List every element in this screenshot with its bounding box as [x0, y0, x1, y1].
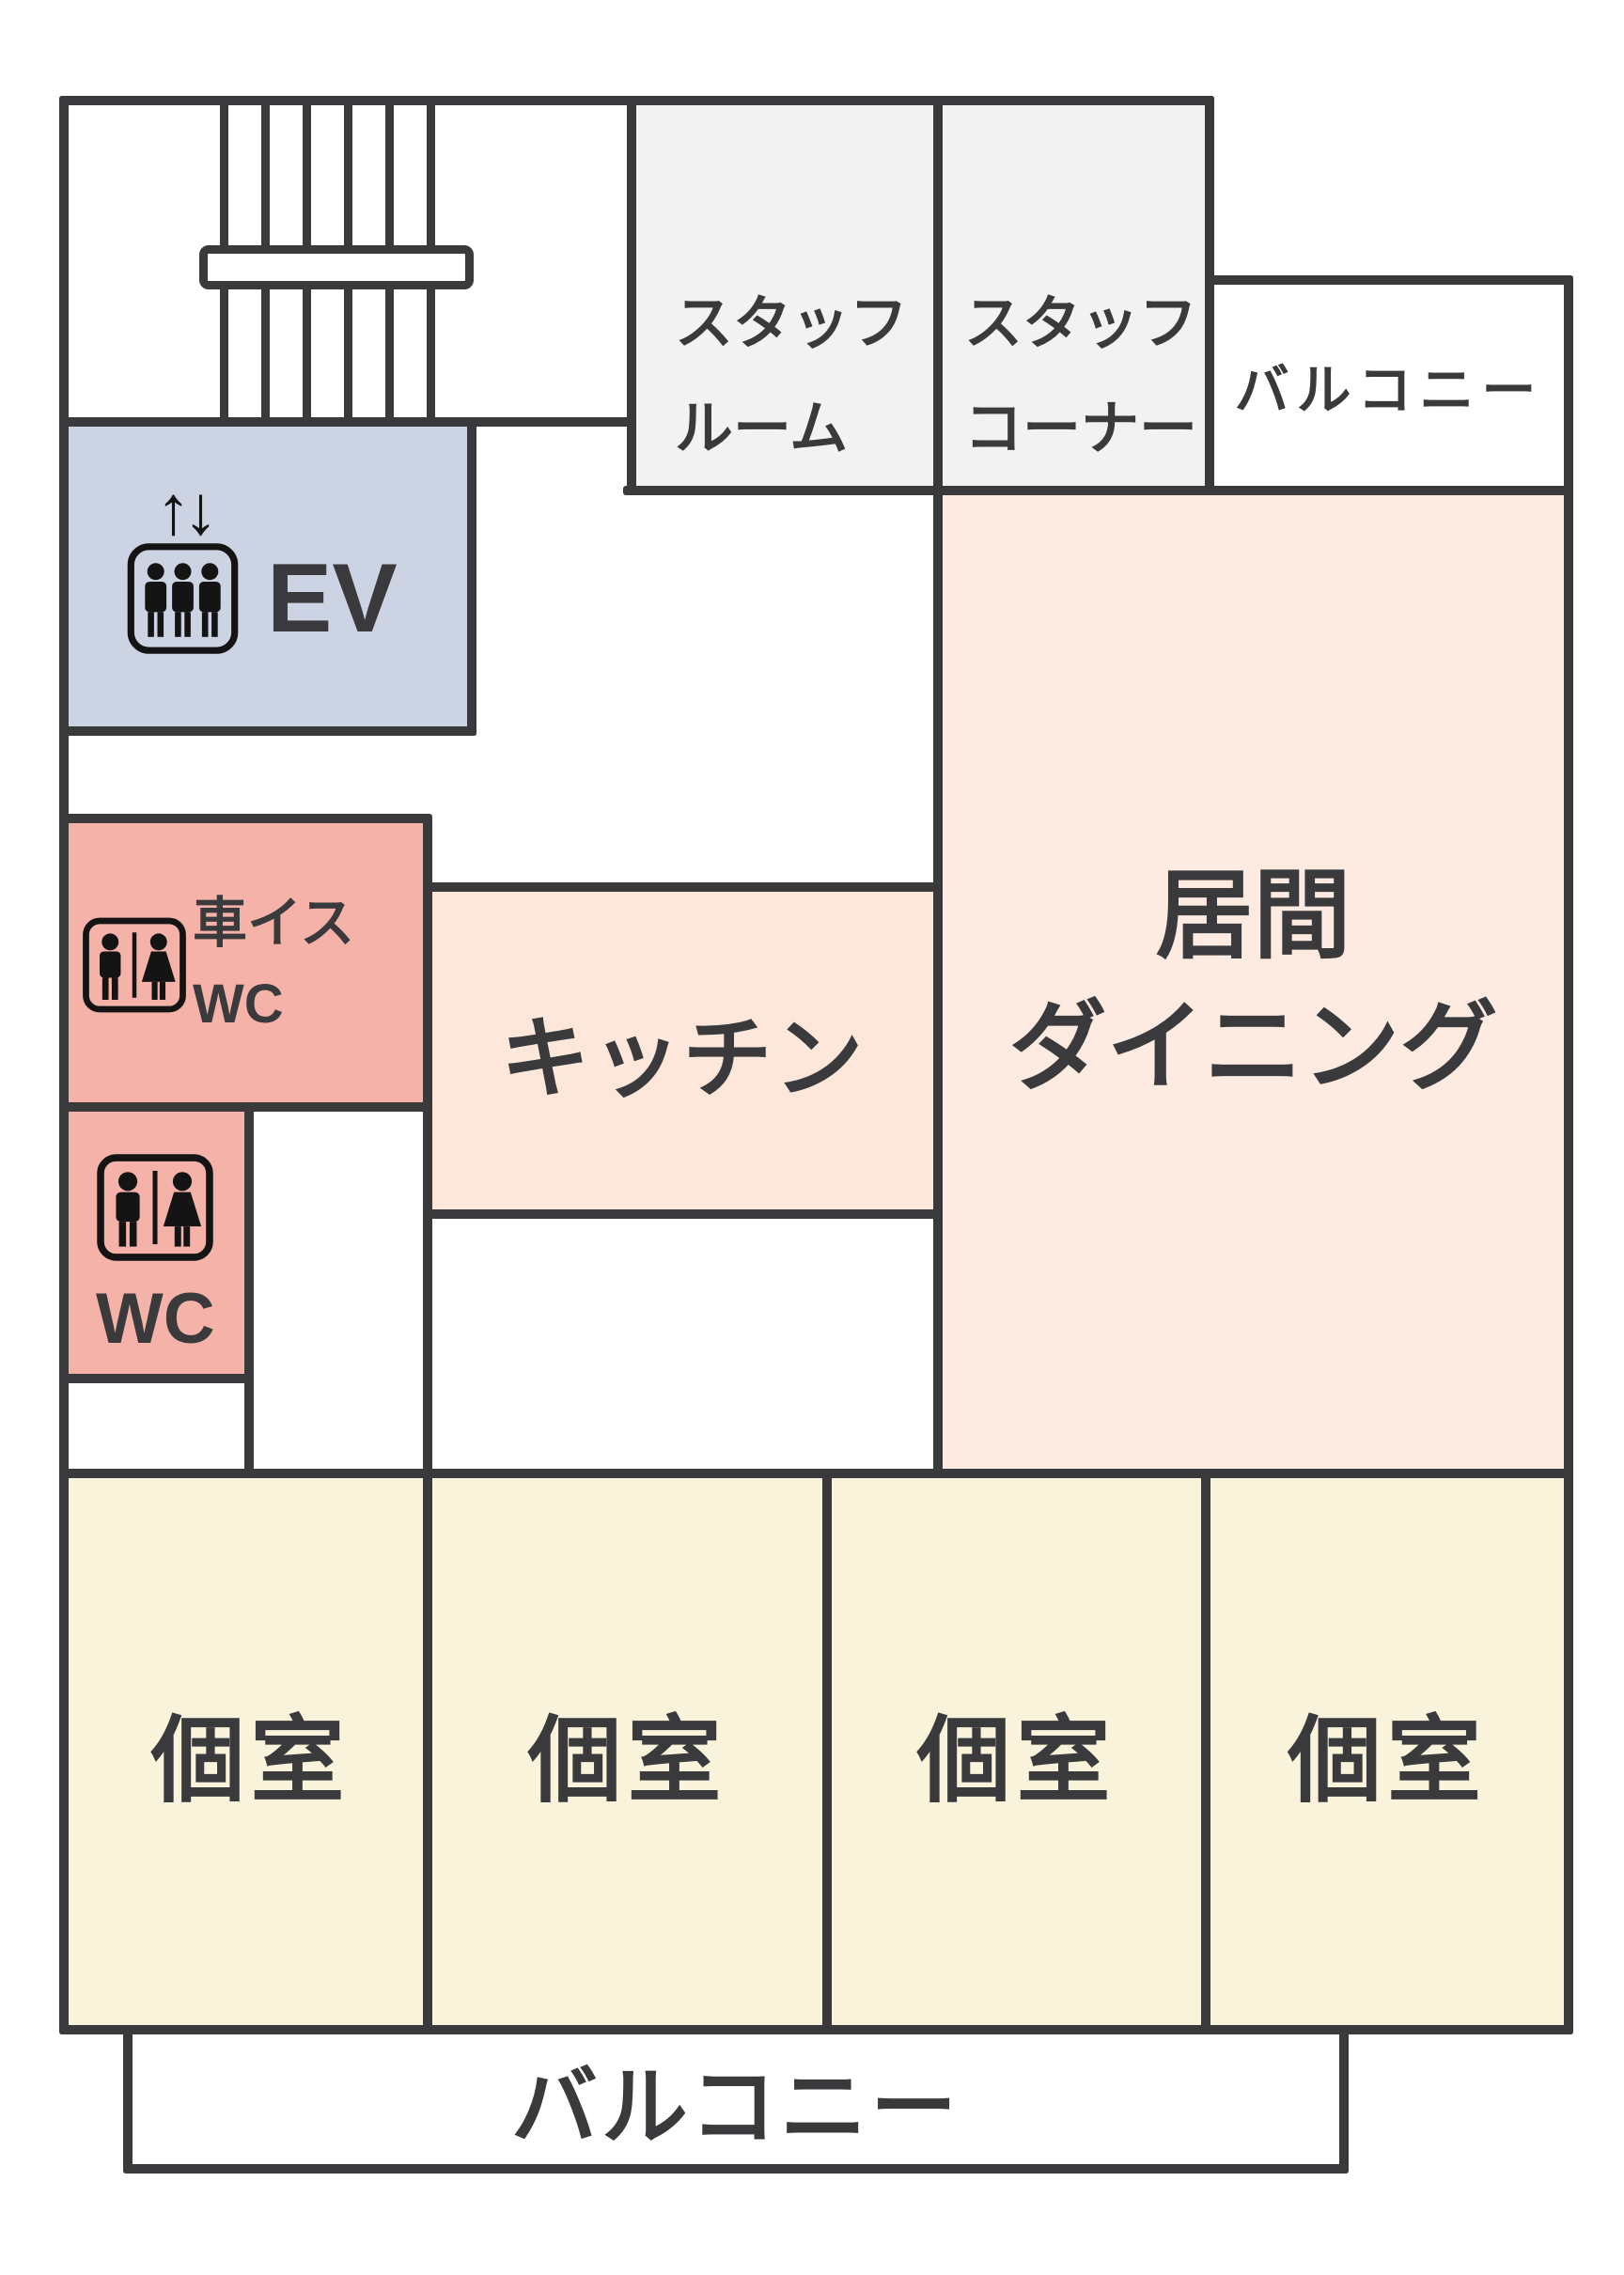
wall-kitchen-bottom — [423, 1209, 938, 1219]
living-dining-area — [933, 486, 1573, 1478]
private-room-4-label: 個室 — [1288, 1707, 1487, 1814]
wall-stairs-bottom — [59, 417, 636, 427]
balcony-bottom-label: バルコニー — [510, 2059, 961, 2156]
stair-landing-rail — [199, 245, 474, 289]
staff-corner-label-line2: コーナー — [964, 397, 1198, 461]
wall-private-room-separator-3 — [1201, 1469, 1210, 2034]
wall-living-top — [623, 486, 1573, 495]
living-dining-label: 居間 ダイニング — [943, 495, 1564, 1469]
living-dining-label-line2: ダイニング — [1008, 993, 1498, 1102]
wall-balcony-top — [1205, 275, 1573, 285]
wall-wc-bottom — [59, 1374, 254, 1383]
wall-balcony-bottom-bottom — [123, 2164, 1349, 2174]
wall-ev-bottom — [59, 726, 476, 736]
mens-womens-restroom-icon — [96, 1153, 214, 1262]
wheelchair-wc-label-line1: 車イス — [193, 893, 355, 954]
private-room-1-area — [59, 1469, 432, 2034]
balcony-top-area — [1205, 275, 1573, 495]
wall-kitchen-left — [423, 814, 432, 2034]
staff-room-label: スタッフ ルーム — [675, 272, 908, 482]
staff-room-label-line2: ルーム — [675, 397, 849, 461]
wall-balcony-bottom-left — [123, 2025, 133, 2174]
living-dining-label-line1: 居間 — [1155, 862, 1351, 971]
wall-outer-right — [1564, 275, 1573, 2034]
staff-room-label-line1: スタッフ — [675, 291, 909, 356]
mens-womens-restroom-icon — [82, 914, 187, 1016]
wall-wheelchair-wc-top — [59, 814, 429, 823]
staff-room-area — [627, 96, 938, 495]
elevator-label: EV — [267, 543, 398, 653]
wheelchair-wc-label: 車イス WC — [193, 883, 354, 1045]
private-room-3-label: 個室 — [916, 1707, 1116, 1814]
kitchen-area — [423, 882, 938, 1219]
private-room-2-area — [428, 1469, 832, 2034]
private-room-4-area — [1206, 1469, 1573, 2034]
wall-outer-bottom — [59, 2025, 1573, 2034]
wall-balcony-bottom-right — [1339, 2025, 1349, 2174]
wall-private-rooms-top — [59, 1469, 1573, 1478]
up-down-arrows-icon: ↑↓ — [156, 471, 218, 549]
wheelchair-wc-label-line2: WC — [193, 974, 284, 1035]
private-room-2-label: 個室 — [527, 1707, 727, 1814]
wall-kitchen-top — [423, 882, 938, 892]
wall-wc-right — [244, 1102, 254, 1478]
wheelchair-wc-area — [59, 814, 429, 1112]
wall-outer-top — [59, 96, 1214, 105]
private-room-3-area — [827, 1469, 1210, 2034]
wall-ev-right — [467, 417, 476, 736]
balcony-bottom-area — [123, 2025, 1349, 2174]
wall-private-room-separator-2 — [822, 1469, 832, 2034]
kitchen-label: キッチン — [500, 1008, 866, 1109]
wall-staff-room-left — [627, 96, 636, 495]
staff-corner-area — [933, 96, 1214, 495]
wall-outer-left — [59, 96, 69, 2034]
wc-label: WC — [96, 1279, 215, 1359]
private-room-1-label: 個室 — [150, 1707, 351, 1814]
balcony-top-label: バルコニー — [1234, 360, 1544, 421]
staff-corner-label-line1: スタッフ — [964, 291, 1198, 356]
wall-staff-corner-right — [1205, 96, 1214, 495]
wall-living-left — [933, 96, 943, 1478]
staff-corner-label: スタッフ コーナー — [964, 272, 1197, 482]
elevator-with-passengers-icon — [125, 542, 241, 655]
